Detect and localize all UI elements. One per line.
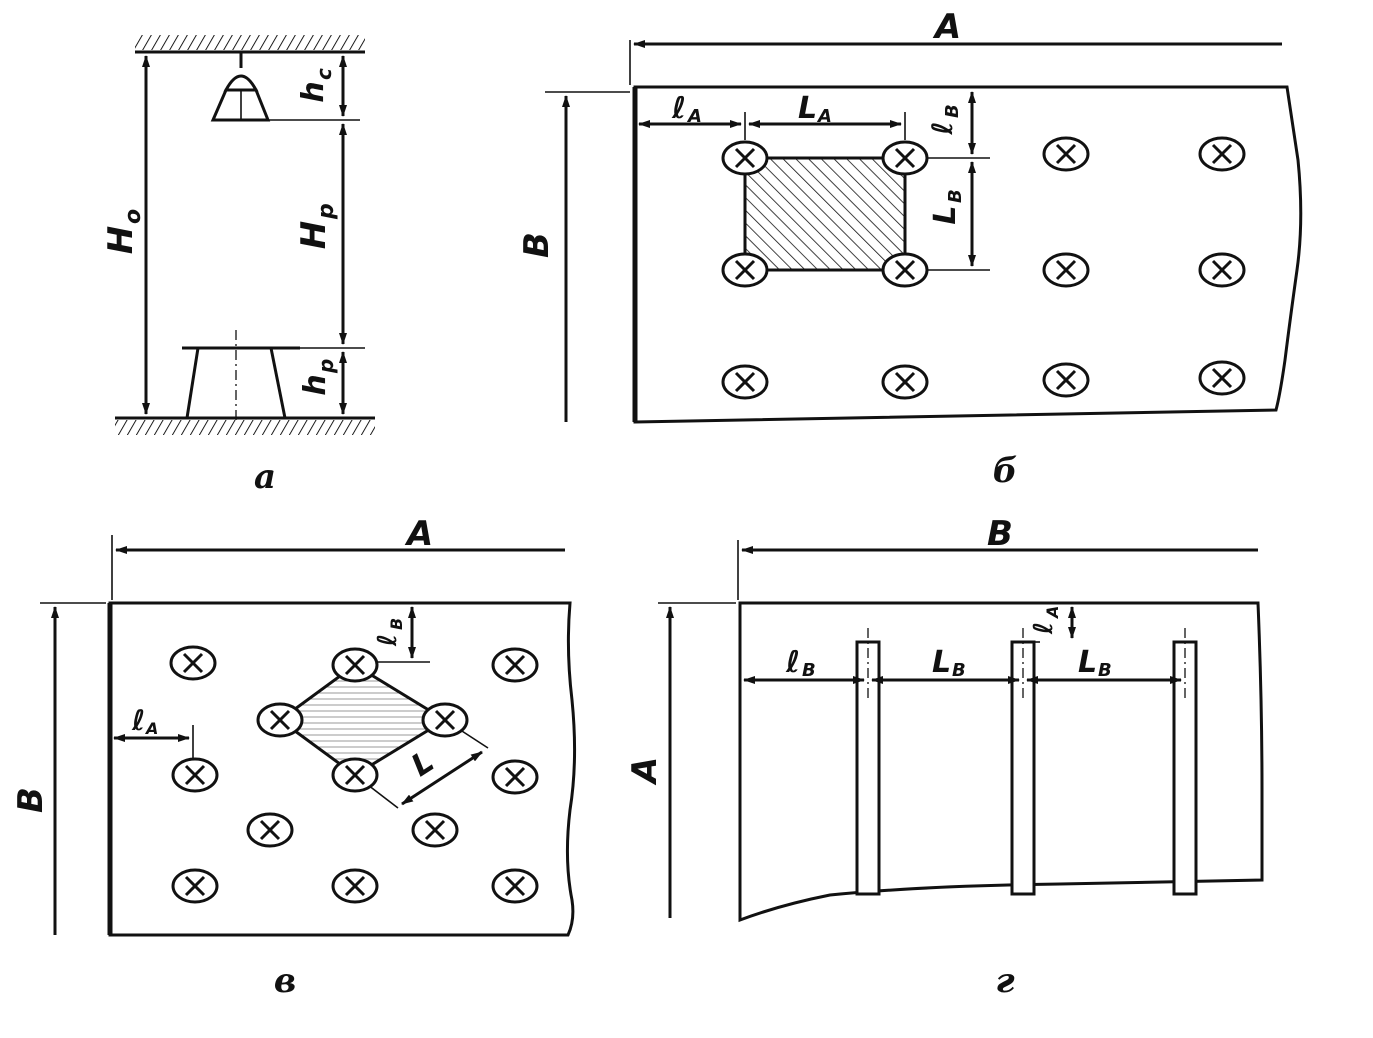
svg-text:ℓ: ℓ (1029, 622, 1059, 635)
svg-text:L: L (798, 91, 817, 126)
svg-text:B: B (387, 618, 406, 630)
luminaire-cross-circle-icon (721, 252, 769, 288)
svg-text:L: L (1078, 645, 1097, 680)
svg-text:c: c (312, 68, 336, 80)
label-A: A (404, 514, 433, 554)
label-lB: ℓ B (785, 645, 816, 681)
svg-text:ℓ: ℓ (671, 91, 686, 126)
luminaire-cross-circle-icon (1042, 252, 1090, 288)
label-LB: L B (928, 189, 966, 224)
label-lA: ℓ A (671, 91, 702, 127)
label-LB-2: L B (1078, 645, 1112, 681)
strip-luminaire-row-3 (1172, 628, 1198, 896)
caption-a: а (254, 457, 276, 497)
pendant-luminaire-icon (210, 52, 271, 122)
label-LA: L A (798, 91, 832, 127)
label-hp: h p (298, 359, 338, 396)
luminaire-cross-circle-icon (1198, 360, 1246, 396)
svg-text:L: L (405, 744, 440, 784)
svg-text:A: A (144, 719, 158, 738)
svg-text:ℓ: ℓ (373, 634, 403, 647)
label-B: B (987, 514, 1013, 554)
panel-b: A B ℓ A L A ℓ B L (517, 7, 1303, 491)
svg-text:ℓ: ℓ (785, 645, 800, 680)
label-L: L (405, 744, 440, 784)
svg-text:o: o (121, 209, 146, 224)
label-LB-1: L B (932, 645, 966, 681)
label-A: A (932, 7, 961, 47)
svg-text:B: B (517, 232, 557, 258)
luminaire-cross-circle-icon (169, 645, 217, 681)
svg-text:A: A (1043, 606, 1062, 620)
luminaire-cross-circle-icon (1198, 136, 1246, 172)
hatched-cell (743, 156, 907, 272)
luminaire-cross-circle-icon (491, 759, 539, 795)
label-Hp: H p (294, 203, 339, 249)
svg-text:H: H (101, 226, 141, 254)
dimension-L (401, 750, 483, 806)
luminaire-cross-circle-icon (331, 757, 379, 793)
caption-b: б (993, 451, 1018, 491)
caption-g: г (995, 961, 1014, 1001)
work-table-icon (182, 330, 300, 420)
strip-luminaire-row-2 (1010, 628, 1036, 896)
svg-text:h: h (298, 374, 333, 395)
room-outline (738, 601, 1264, 923)
room-outline (108, 601, 577, 937)
svg-text:B: B (942, 104, 963, 118)
label-lA: ℓ A (131, 704, 158, 738)
label-H0: H o (101, 209, 146, 254)
luminaire-cross-circle-icon (171, 868, 219, 904)
ceiling-hatch (135, 35, 365, 50)
strip-luminaire-row-1 (855, 628, 881, 896)
svg-text:B: B (945, 189, 966, 203)
svg-text:L: L (932, 645, 951, 680)
panel-g: B A ℓ A ℓ B (625, 514, 1264, 1001)
luminaire-cross-circle-icon (1198, 252, 1246, 288)
label-lA: ℓ A (1029, 606, 1062, 636)
svg-text:A: A (686, 106, 702, 127)
luminaire-cross-circle-icon (331, 868, 379, 904)
luminaire-cross-circle-icon (1042, 136, 1090, 172)
luminaire-cross-circle-icon (721, 364, 769, 400)
luminaire-cross-circle-icon (171, 757, 219, 793)
svg-text:B: B (952, 660, 966, 681)
luminaire-cross-circle-icon (411, 812, 459, 848)
luminaire-cross-circle-icon (491, 868, 539, 904)
svg-text:ℓ: ℓ (131, 704, 145, 737)
svg-text:B: B (1098, 660, 1112, 681)
luminaire-cross-circle-icon (881, 140, 929, 176)
luminaire-cross-circle-icon (881, 364, 929, 400)
svg-text:H: H (294, 221, 334, 249)
svg-text:ℓ: ℓ (926, 121, 959, 135)
luminaire-cross-circle-icon (1042, 362, 1090, 398)
luminaire-cross-circle-icon (256, 702, 304, 738)
label-lB: ℓ B (373, 618, 406, 647)
panel-v: A B ℓ B ℓ A L (11, 514, 577, 1001)
svg-text:L: L (928, 205, 963, 224)
floor-hatch (115, 420, 375, 435)
luminaire-cross-circle-icon (331, 647, 379, 683)
luminaire-cross-circle-icon (246, 812, 294, 848)
svg-text:h: h (296, 81, 331, 102)
svg-text:B: B (802, 660, 816, 681)
luminaire-cross-circle-icon (491, 647, 539, 683)
luminaire-cross-circle-icon (421, 702, 469, 738)
label-lB: ℓ B (926, 104, 963, 135)
svg-text:A: A (816, 106, 832, 127)
luminaire-cross-circle-icon (881, 252, 929, 288)
panel-a: H o h c H p h p а (101, 35, 375, 497)
svg-text:A: A (625, 757, 665, 786)
room-outline (633, 85, 1303, 424)
svg-text:p: p (314, 359, 338, 374)
label-A: A (625, 757, 665, 786)
label-hc: h c (296, 68, 336, 103)
svg-text:p: p (314, 203, 339, 220)
label-B: B (517, 232, 557, 258)
caption-v: в (274, 961, 296, 1001)
luminaire-cross-circle-icon (721, 140, 769, 176)
label-B: B (11, 787, 51, 813)
svg-text:B: B (11, 787, 51, 813)
